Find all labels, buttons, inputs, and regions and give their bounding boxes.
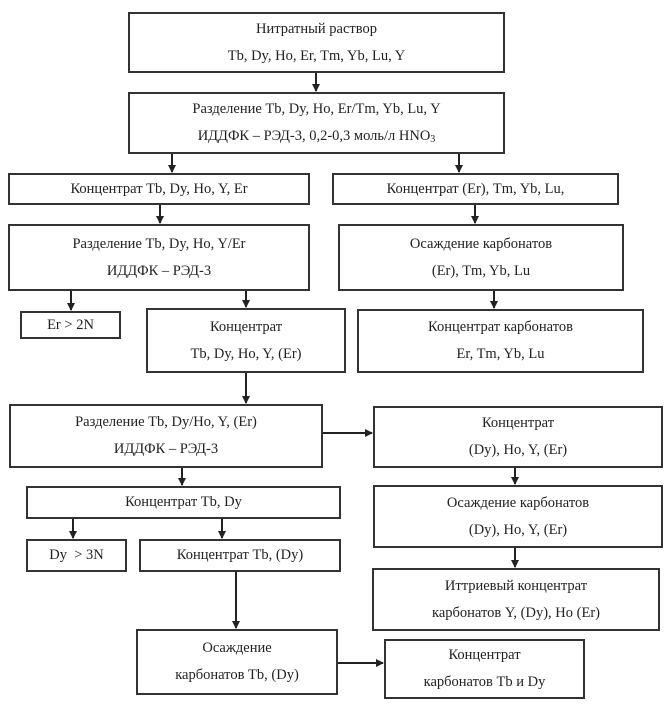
node-sublabel: (Er), Tm, Yb, Lu (431, 262, 531, 279)
node-label: Концентрат (448, 647, 521, 663)
node-precipitation-tb-dy: Осаждение карбонатов Tb, (Dy) (136, 629, 338, 695)
node-precipitation-dy-ho-y-er: Осаждение карбонатов (Dy), Ho, Y, (Er) (373, 485, 663, 548)
node-sublabel: Tb, Dy, Ho, Y, (Er) (190, 345, 302, 362)
node-label: Er > 2N (47, 316, 94, 333)
node-sublabel: Tb, Dy, Ho, Er, Tm, Yb, Lu, Y (227, 47, 406, 64)
node-label: Разделение Tb, Dy, Ho, Y/Er (72, 235, 246, 252)
node-yttrium-concentrate: Иттриевый концентрат карбонатов Y, (Dy),… (372, 568, 660, 631)
node-label: Концентрат (481, 415, 555, 431)
node-label: Dy > 3N (49, 547, 104, 563)
node-sublabel: ИДДФК – РЭД-3 (106, 262, 212, 279)
node-concentrate-tb-dy-ho-y-er: Концентрат Tb, Dy, Ho, Y, Er (8, 173, 310, 205)
node-sublabel: карбонатов Tb и Dy (423, 674, 546, 690)
node-final-tb-dy-concentrate: Концентрат карбонатов Tb и Dy (384, 639, 585, 699)
node-label: Разделение Tb, Dy, Ho, Er/Tm, Yb, Lu, Y (192, 101, 441, 117)
node-sublabel: ИДДФК – РЭД-3, 0,2-0,3 моль/л HNO3 (197, 128, 436, 145)
node-concentrate-tb-dy: Концентрат Tb, Dy (26, 486, 341, 519)
node-label: Концентрат карбонатов (428, 319, 573, 335)
node-separation-2: Разделение Tb, Dy, Ho, Y/Er ИДДФК – РЭД-… (8, 224, 310, 291)
node-label: Осаждение карбонатов (409, 235, 553, 252)
node-sublabel: (Dy), Ho, Y, (Er) (468, 442, 568, 458)
node-label: Осаждение карбонатов (446, 494, 590, 511)
node-nitrate-solution: Нитратный раствор Tb, Dy, Ho, Er, Tm, Yb… (128, 12, 505, 73)
node-carbonate-concentrate-er: Концентрат карбонатов Er, Tm, Yb, Lu (357, 309, 644, 373)
node-sublabel: карбонатов Y, (Dy), Ho (Er) (432, 604, 600, 621)
node-dy-product: Dy > 3N (26, 539, 127, 572)
node-label: Концентрат Tb, (Dy) (176, 547, 304, 563)
node-separation-3: Разделение Tb, Dy/Ho, Y, (Er) ИДДФК – РЭ… (9, 404, 323, 468)
node-sublabel: Er, Tm, Yb, Lu (456, 346, 545, 362)
node-label: Концентрат (Er), Tm, Yb, Lu, (386, 180, 565, 197)
node-label: Иттриевый концентрат (444, 577, 588, 594)
node-label: Осаждение (202, 640, 272, 656)
node-sublabel: (Dy), Ho, Y, (Er) (468, 521, 568, 538)
node-sublabel: ИДДФК – РЭД-3 (113, 441, 219, 457)
node-concentrate-tb-dy-ho-y: Концентрат Tb, Dy, Ho, Y, (Er) (146, 308, 346, 373)
node-label: Разделение Tb, Dy/Ho, Y, (Er) (75, 414, 257, 430)
node-separation-1: Разделение Tb, Dy, Ho, Er/Tm, Yb, Lu, Y … (128, 92, 505, 154)
node-sublabel: карбонатов Tb, (Dy) (175, 667, 299, 683)
node-concentrate-dy-ho-y-er: Концентрат (Dy), Ho, Y, (Er) (373, 406, 663, 468)
node-er-product: Er > 2N (20, 311, 121, 339)
node-label: Концентрат Tb, Dy, Ho, Y, Er (70, 180, 248, 197)
node-label: Концентрат Tb, Dy (125, 494, 242, 510)
node-concentrate-tb: Концентрат Tb, (Dy) (139, 539, 341, 572)
node-label: Нитратный раствор (256, 20, 377, 37)
node-precipitation-er-tm-yb-lu: Осаждение карбонатов (Er), Tm, Yb, Lu (338, 224, 624, 291)
node-concentrate-er-tm-yb-lu: Концентрат (Er), Tm, Yb, Lu, (332, 173, 619, 205)
node-label: Концентрат (209, 318, 283, 335)
